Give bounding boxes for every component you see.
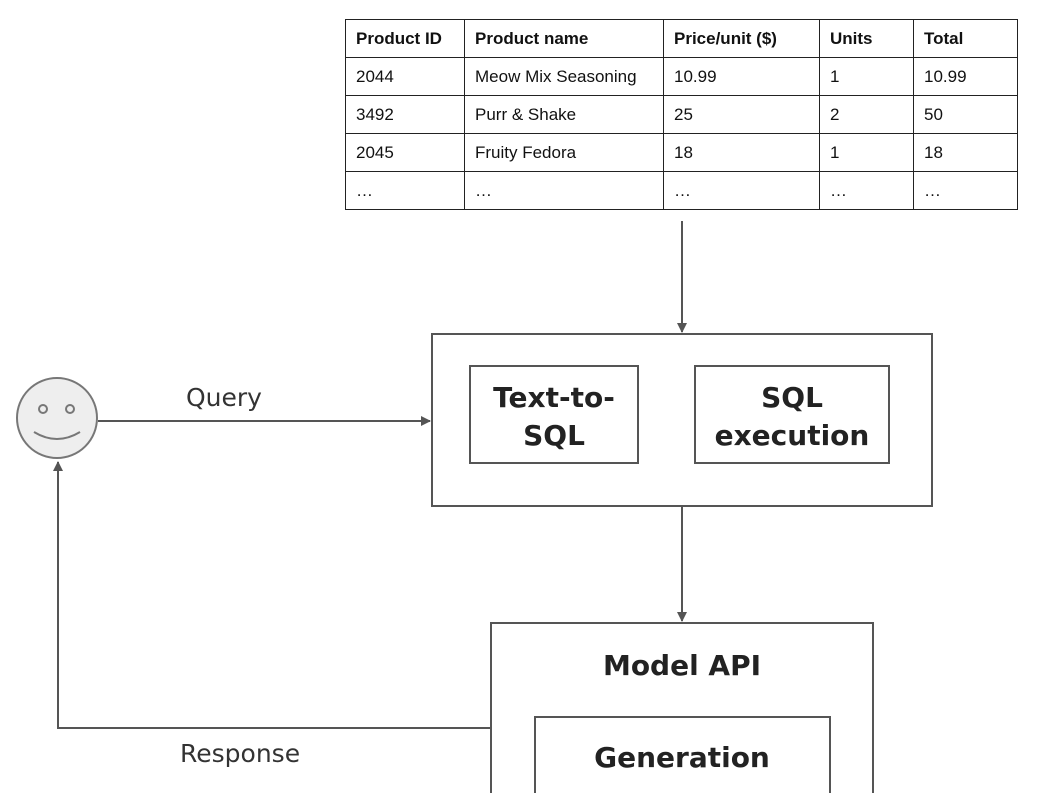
generation-box xyxy=(534,716,831,793)
column-header-units: Units xyxy=(819,19,914,58)
table-cell: Fruity Fedora xyxy=(464,133,664,172)
column-header-product-name: Product name xyxy=(464,19,664,58)
table-cell: … xyxy=(819,171,914,210)
generation-label: Generation xyxy=(594,741,770,774)
text-to-sql-label-line1: Text-to- xyxy=(493,381,615,414)
table-cell: … xyxy=(663,171,820,210)
sql-execution-label-line2: execution xyxy=(715,419,870,452)
products-table: Product ID Product name Price/unit ($) U… xyxy=(345,19,1018,210)
sql-execution-box xyxy=(694,365,890,464)
user-smiley-icon xyxy=(16,377,98,459)
column-header-product-id: Product ID xyxy=(345,19,465,58)
table-cell: 2045 xyxy=(345,133,465,172)
table-cell: 2 xyxy=(819,95,914,134)
table-cell: … xyxy=(913,171,1018,210)
table-cell: 25 xyxy=(663,95,820,134)
text-to-sql-label-line2: SQL xyxy=(523,419,585,452)
table-cell: … xyxy=(345,171,465,210)
table-cell: 50 xyxy=(913,95,1018,134)
table-cell: … xyxy=(464,171,664,210)
sql-execution-label-line1: SQL xyxy=(761,381,823,414)
text-to-sql-box xyxy=(469,365,639,464)
table-cell: 1 xyxy=(819,57,914,96)
model-api-label: Model API xyxy=(603,649,761,682)
query-label: Query xyxy=(186,383,262,412)
response-label: Response xyxy=(180,739,300,768)
table-row: 2045 Fruity Fedora 18 1 18 xyxy=(345,133,1018,172)
table-cell: Meow Mix Seasoning xyxy=(464,57,664,96)
table-row: … … … … … xyxy=(345,171,1018,210)
table-header-row: Product ID Product name Price/unit ($) U… xyxy=(345,19,1018,58)
table-cell: 10.99 xyxy=(663,57,820,96)
table-row: 2044 Meow Mix Seasoning 10.99 1 10.99 xyxy=(345,57,1018,96)
table-row: 3492 Purr & Shake 25 2 50 xyxy=(345,95,1018,134)
table-cell: 10.99 xyxy=(913,57,1018,96)
column-header-total: Total xyxy=(913,19,1018,58)
table-cell: Purr & Shake xyxy=(464,95,664,134)
response-arrow xyxy=(53,461,491,729)
